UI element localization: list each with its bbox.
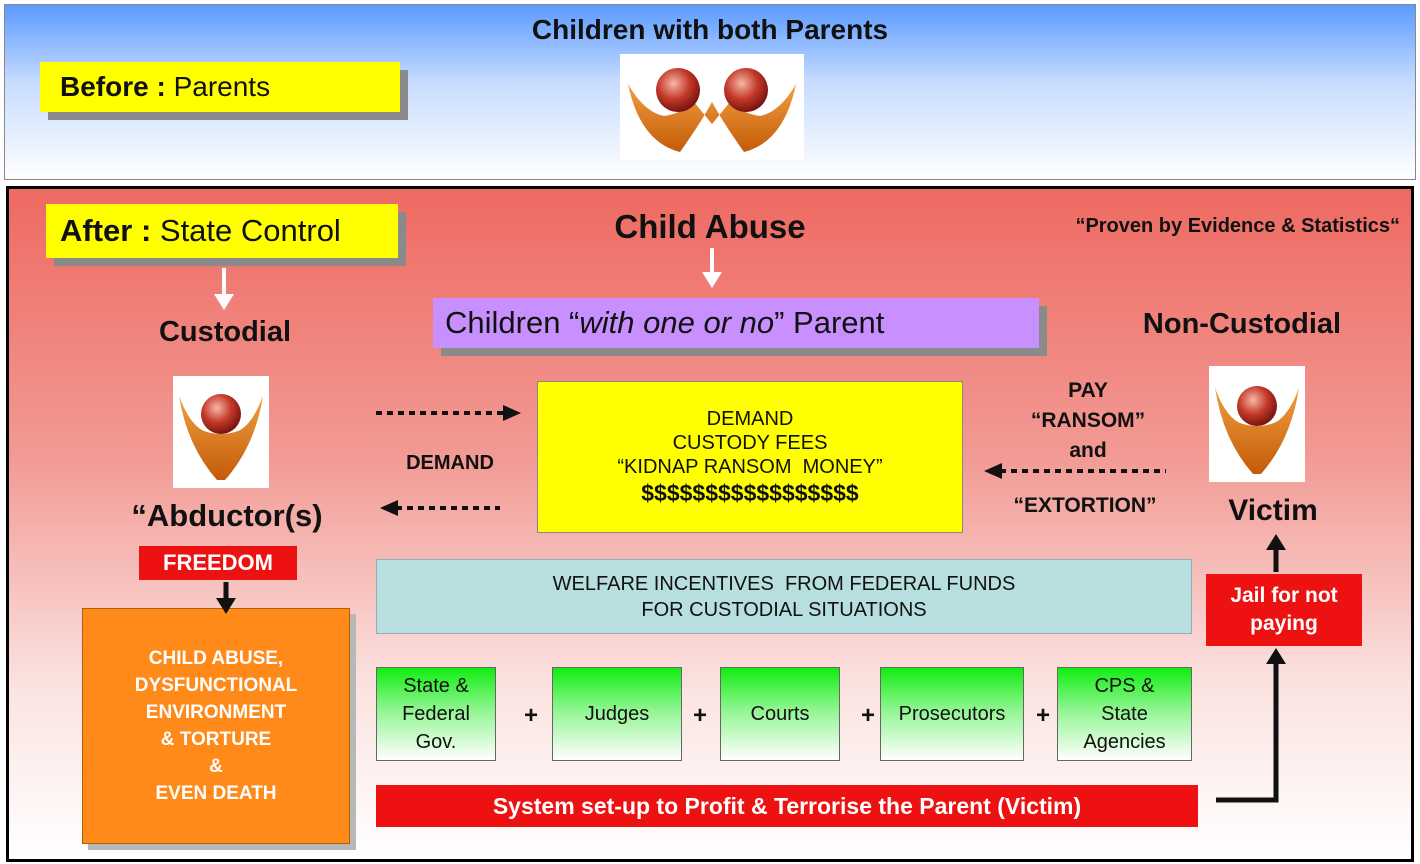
children-parent-box: Children “with one or no” Parent bbox=[433, 298, 1039, 348]
abuse-line-5: & bbox=[209, 756, 223, 777]
abuse-line-2: DYSFUNCTIONAL bbox=[134, 675, 298, 696]
entity-line: Judges bbox=[584, 703, 650, 725]
after-value: State Control bbox=[151, 213, 341, 248]
entity-line: Gov. bbox=[415, 731, 457, 753]
pay-line-2: “RANSOM” bbox=[1030, 409, 1146, 432]
freedom-box: FREEDOM bbox=[139, 546, 297, 580]
entity-courts: Courts bbox=[720, 667, 840, 761]
demand-line-3: “KIDNAP RANSOM MONEY” bbox=[617, 456, 883, 478]
entity-line: State & bbox=[403, 675, 469, 697]
demand-line-1: DEMAND bbox=[706, 408, 794, 430]
abuse-line-1: CHILD ABUSE, bbox=[148, 648, 284, 669]
demand-money: $$$$$$$$$$$$$$$$$ bbox=[641, 480, 859, 506]
abuse-line-4: & TORTURE bbox=[160, 729, 272, 750]
pay-ransom-label: PAY “RANSOM” and bbox=[1000, 376, 1176, 466]
plus-sign: + bbox=[523, 702, 538, 729]
top-title: Children with both Parents bbox=[531, 14, 889, 45]
before-box: Before : Parents bbox=[40, 62, 400, 112]
custodial-label: Custodial bbox=[158, 316, 292, 348]
victim-figure-logo-icon bbox=[1209, 366, 1305, 482]
demand-line-2: CUSTODY FEES bbox=[672, 432, 828, 454]
entity-cps-state-agencies: CPS & State Agencies bbox=[1057, 667, 1192, 761]
non-custodial-label: Non-Custodial bbox=[1142, 308, 1342, 340]
family-figures-logo-icon bbox=[620, 54, 804, 160]
jail-box: Jail for not paying bbox=[1206, 574, 1362, 646]
entity-line: Agencies bbox=[1083, 731, 1166, 753]
entity-prosecutors: Prosecutors bbox=[880, 667, 1024, 761]
abuse-line-3: ENVIRONMENT bbox=[145, 702, 287, 723]
pay-line-3: and bbox=[1069, 439, 1107, 462]
welfare-line-1: WELFARE INCENTIVES FROM FEDERAL FUNDS bbox=[552, 572, 1016, 595]
child-abuse-title: Child Abuse bbox=[614, 208, 806, 245]
entity-line: Courts bbox=[750, 703, 810, 725]
plus-sign: + bbox=[1035, 702, 1050, 729]
children-suffix: ” Parent bbox=[774, 305, 885, 340]
entity-state-federal-gov: State & Federal Gov. bbox=[376, 667, 496, 761]
plus-sign: + bbox=[860, 702, 875, 729]
children-prefix: Children “ bbox=[445, 305, 580, 340]
demand-label: DEMAND bbox=[406, 452, 494, 474]
abductor-label: “Abductor(s) bbox=[131, 498, 323, 533]
child-abuse-outcome-box: CHILD ABUSE, DYSFUNCTIONAL ENVIRONMENT &… bbox=[82, 608, 350, 844]
jail-line-1: Jail for not bbox=[1230, 584, 1338, 607]
before-key: Before : bbox=[60, 71, 166, 102]
after-box: After : State Control bbox=[46, 204, 398, 258]
demand-box: DEMAND CUSTODY FEES “KIDNAP RANSOM MONEY… bbox=[537, 381, 963, 533]
victim-label: Victim bbox=[1228, 494, 1318, 527]
children-italic: with one or no bbox=[579, 305, 775, 340]
entity-line: CPS & bbox=[1094, 675, 1155, 697]
pay-line-1: PAY bbox=[1068, 379, 1108, 402]
entity-line: State bbox=[1101, 703, 1148, 725]
welfare-line-2: FOR CUSTODIAL SITUATIONS bbox=[641, 598, 927, 621]
jail-line-2: paying bbox=[1250, 612, 1318, 635]
extortion-label: “EXTORTION” bbox=[1013, 494, 1157, 517]
entity-line: Federal bbox=[402, 703, 470, 725]
custodial-figure-logo-icon bbox=[173, 376, 269, 488]
after-key: After : bbox=[60, 213, 152, 248]
proven-caption: “Proven by Evidence & Statistics“ bbox=[1075, 215, 1400, 237]
abuse-line-6: EVEN DEATH bbox=[155, 783, 277, 804]
welfare-box: WELFARE INCENTIVES FROM FEDERAL FUNDS FO… bbox=[376, 559, 1192, 634]
entity-line: Prosecutors bbox=[898, 703, 1006, 725]
plus-sign: + bbox=[692, 702, 707, 729]
before-value: Parents bbox=[165, 71, 271, 102]
system-bar: System set-up to Profit & Terrorise the … bbox=[376, 785, 1198, 827]
entity-judges: Judges bbox=[552, 667, 682, 761]
